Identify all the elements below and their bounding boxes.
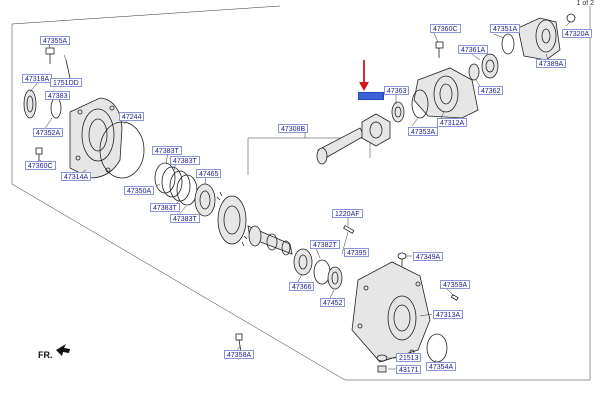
transfer-housing-part [413, 67, 479, 119]
seal-47362-part [468, 63, 480, 81]
callout-47354A[interactable]: 47354A [426, 362, 457, 371]
flange-part [517, 17, 561, 61]
callout-47318A[interactable]: 47318A [22, 74, 53, 83]
callout-47452[interactable]: 47452 [320, 298, 346, 307]
callout-47360C-upper[interactable]: 47360C [430, 24, 461, 33]
washer-part [376, 354, 388, 362]
bolt-upper-part [435, 41, 444, 58]
frame-top-edge [11, 5, 281, 25]
callout-47383T-a[interactable]: 47383T [152, 146, 182, 155]
red-arrow-indicator [359, 60, 369, 91]
page-indicator: 1 of 2 [576, 0, 594, 7]
bearing-upper-part [481, 53, 499, 79]
seal-lower-part [313, 259, 331, 285]
callout-47349A[interactable]: 47349A [413, 252, 444, 261]
callout-47383T-d[interactable]: 47383T [170, 214, 200, 223]
callout-47360C-left[interactable]: 47360C [25, 161, 56, 170]
plug-part [397, 252, 407, 266]
callout-1751DD[interactable]: 1751DD [50, 78, 82, 87]
callout-47312A[interactable]: 47312A [437, 118, 468, 127]
callout-47383T-b[interactable]: 47383T [170, 156, 200, 165]
o-ring-rear-part [426, 333, 448, 363]
callout-47395[interactable]: 47395 [344, 248, 370, 257]
callout-47355A[interactable]: 47355A [40, 36, 71, 45]
callout-1220AF[interactable]: 1220AF [332, 209, 363, 218]
o-ring-upper-part [411, 89, 429, 119]
callout-47351A[interactable]: 47351A [490, 24, 521, 33]
nut-part [566, 13, 576, 23]
bolt-part [45, 47, 55, 64]
callout-47308B[interactable]: 47308B [278, 124, 309, 133]
callout-47358A[interactable]: 47358A [224, 350, 255, 359]
front-direction-label: FR. [38, 350, 53, 360]
front-housing-part [69, 97, 123, 179]
callout-47389A[interactable]: 47389A [536, 59, 567, 68]
callout-47350A[interactable]: 47350A [124, 186, 155, 195]
hex-plate-part [361, 113, 391, 147]
callout-47314A[interactable]: 47314A [61, 172, 92, 181]
callout-47383T-c[interactable]: 47383T [150, 203, 180, 212]
callout-47465[interactable]: 47465 [196, 169, 222, 178]
frame-border [11, 6, 591, 381]
ring-part [50, 97, 62, 119]
front-direction-arrow [56, 344, 70, 356]
rear-housing-part [351, 261, 431, 363]
pinion-shaft-upper [316, 127, 365, 165]
callout-47363[interactable]: 47363 [384, 86, 410, 95]
callout-47361A[interactable]: 47361A [458, 45, 489, 54]
highlighted-callout[interactable] [358, 92, 384, 100]
callout-47366[interactable]: 47366 [289, 282, 315, 291]
callout-21513[interactable]: 21513 [396, 353, 422, 362]
callout-47359A[interactable]: 47359A [440, 280, 471, 289]
callout-47313A[interactable]: 47313A [433, 310, 464, 319]
snap-ring-stack [154, 162, 198, 206]
seal-47351A-part [501, 33, 515, 55]
bearing-part [194, 183, 216, 217]
seal-part [23, 89, 37, 119]
callout-47352A[interactable]: 47352A [33, 128, 64, 137]
bearing-lower-part [293, 248, 313, 276]
pin-part [343, 225, 355, 234]
ring-gear-part [216, 191, 248, 247]
seal-upper-part [391, 101, 405, 123]
callout-47382T[interactable]: 47382T [310, 240, 340, 249]
callout-47362[interactable]: 47362 [478, 86, 504, 95]
callout-47353A[interactable]: 47353A [408, 127, 439, 136]
pinion-shaft-lower [247, 225, 293, 256]
callout-47320A[interactable]: 47320A [562, 29, 593, 38]
drain-plug-part [377, 365, 387, 373]
callout-47244[interactable]: 47244 [119, 112, 145, 121]
o-ring-part [99, 121, 145, 179]
callout-43171[interactable]: 43171 [396, 365, 422, 374]
callout-47383[interactable]: 47383 [45, 91, 71, 100]
